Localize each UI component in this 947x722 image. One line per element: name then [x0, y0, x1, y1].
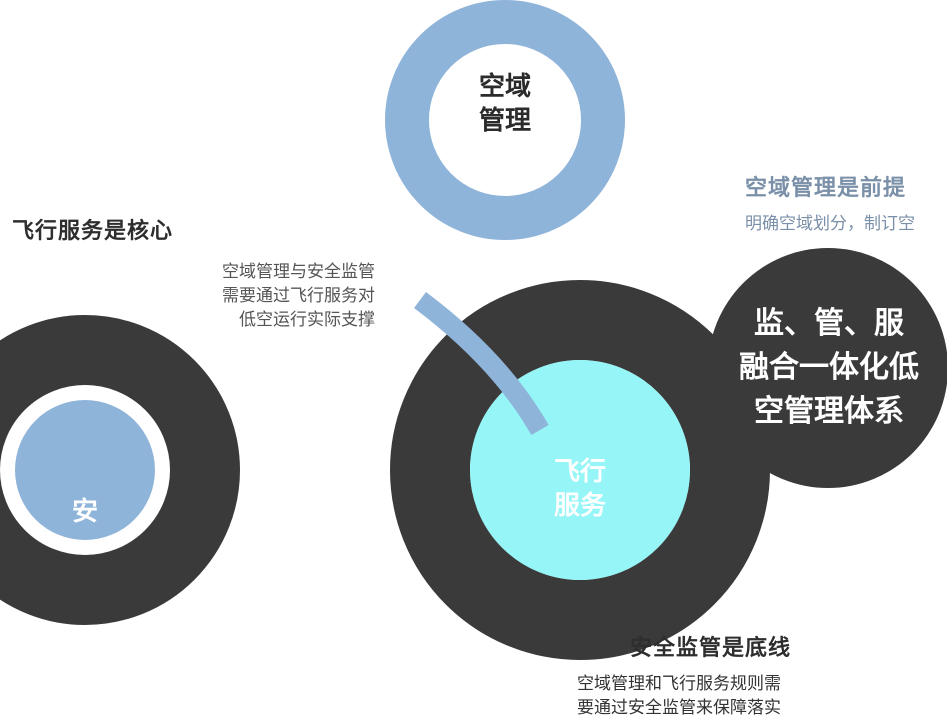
flight-heading: 飞行服务是核心 — [12, 219, 174, 244]
center-system-label: 监、管、服 融合一体化低 空管理体系 — [739, 306, 919, 429]
safety-heading: 安全监管是底线 — [630, 636, 792, 661]
safety-ring — [0, 315, 240, 625]
airspace-ring-label: 空域 管理 — [478, 72, 531, 136]
airspace-ring-band — [385, 0, 625, 240]
safety-ring-band — [0, 315, 240, 625]
safety-ring-label: 安 — [71, 497, 98, 527]
airspace-heading: 空域管理是前提 — [745, 176, 907, 201]
center-disc — [708, 248, 947, 488]
flight-body: 空域管理与安全监管 需要通过飞行服务对 低空运行实际支撑 — [222, 262, 375, 330]
airspace-ring — [385, 0, 625, 240]
safety-body: 空域管理和飞行服务规则需 要通过安全监管来保障落实 — [577, 674, 781, 718]
safety-ring-inner — [15, 400, 155, 540]
flight-ring-band — [390, 280, 770, 660]
connector-arc — [413, 292, 549, 435]
flight-ring-label: 飞行 服务 — [553, 457, 606, 521]
airspace-body: 明确空域划分，制订空 — [745, 214, 915, 234]
